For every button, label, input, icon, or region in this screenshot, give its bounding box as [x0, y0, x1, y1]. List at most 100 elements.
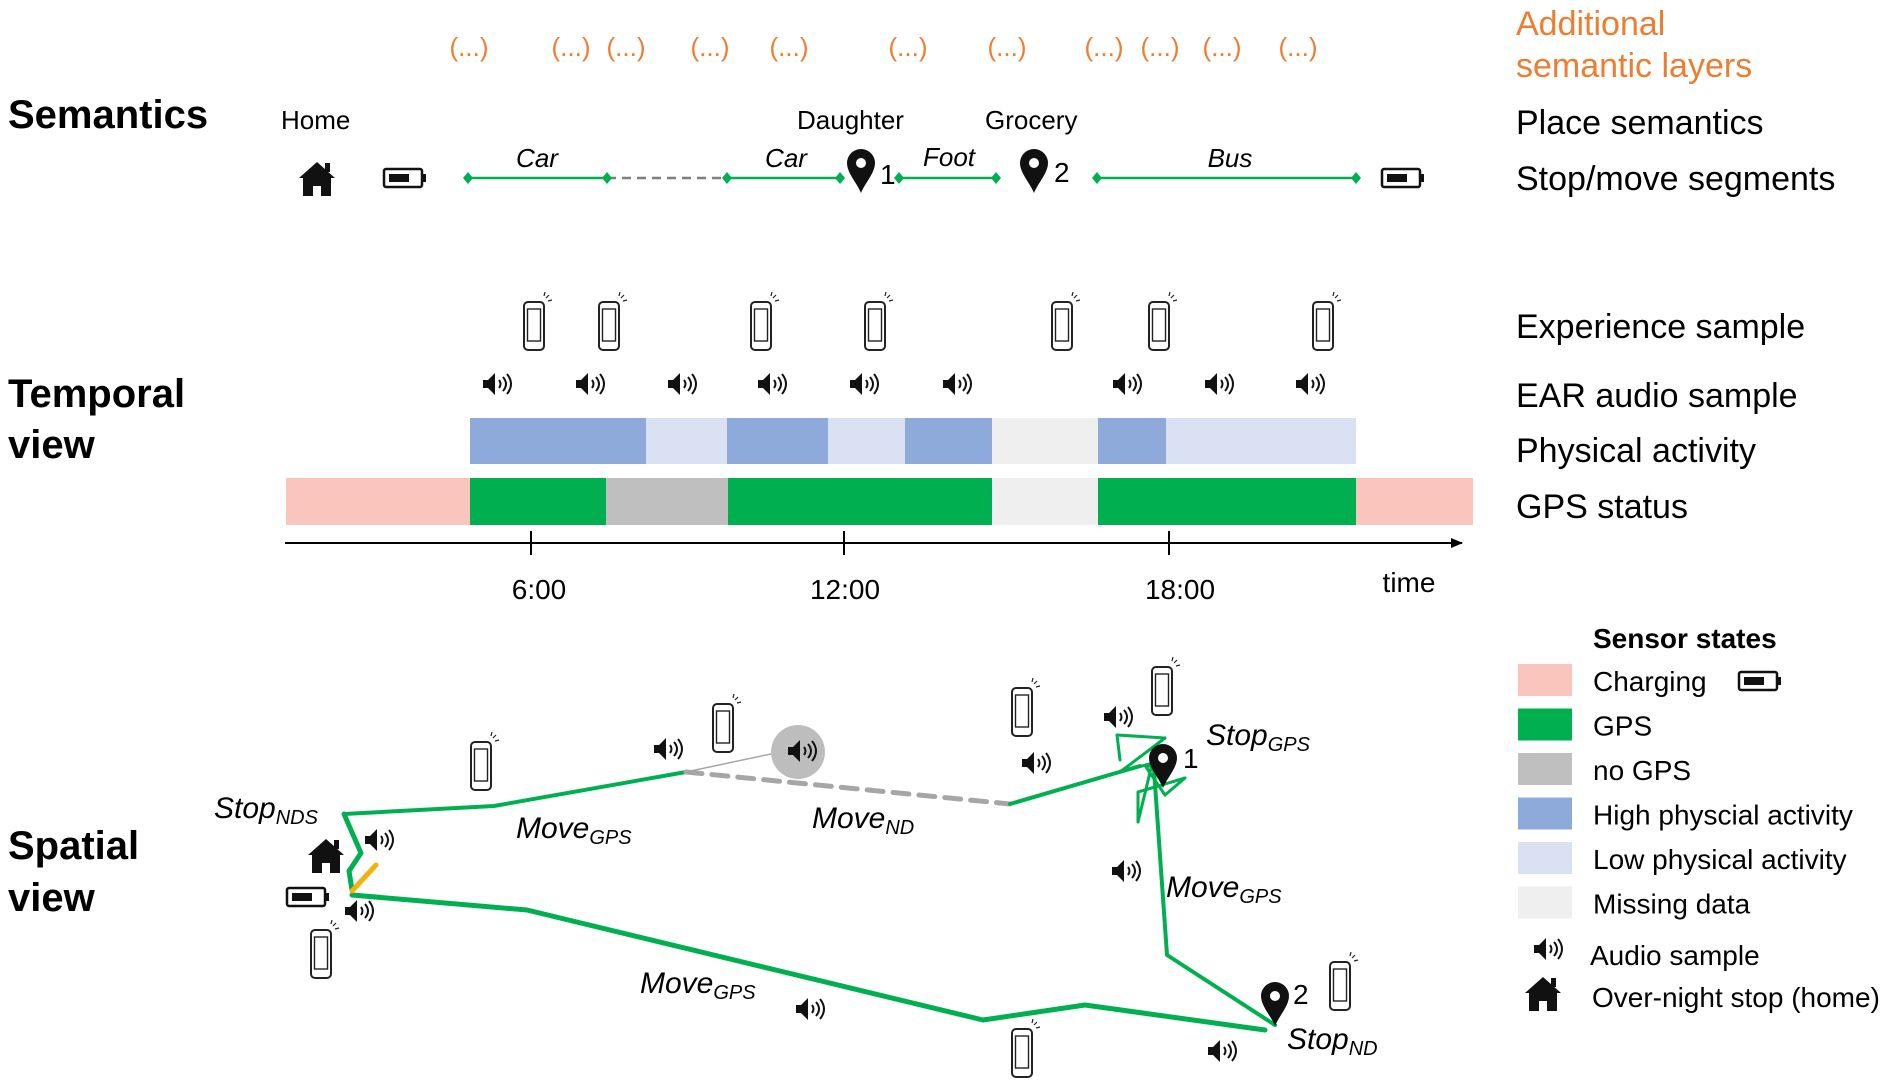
- speaker-icon: [942, 372, 972, 396]
- speaker-icon: [1207, 1039, 1237, 1063]
- ellipsis-marker: (...): [450, 32, 489, 62]
- interchange-segment: [349, 862, 379, 894]
- ellipsis-marker: (...): [988, 32, 1027, 62]
- section-title-semantics: Semantics: [8, 93, 208, 137]
- ellipsis-marker: (...): [552, 32, 591, 62]
- activity-segment-low: [646, 418, 727, 464]
- speaker-icon: [1533, 937, 1563, 961]
- place-marker-2: 2: [1054, 157, 1070, 188]
- gps-segment-gps: [470, 478, 606, 525]
- activity-segment-high: [470, 418, 646, 464]
- segment-end-marker: [1351, 172, 1361, 184]
- time-axis-label: time: [1383, 567, 1436, 598]
- legend-title: Sensor states: [1593, 623, 1777, 654]
- section-title-temporal-line1: Temporal: [8, 372, 185, 416]
- legend-swatch: [1518, 797, 1572, 830]
- speaker-icon: [1204, 372, 1234, 396]
- phone-icon: [598, 291, 628, 351]
- legend-label: High physcial activity: [1593, 800, 1853, 831]
- place-label-home: Home: [281, 105, 350, 135]
- segment-end-marker: [602, 172, 612, 184]
- speaker-icon: [482, 372, 512, 396]
- legend-label: Charging: [1593, 666, 1707, 697]
- layer-label-stopmove: Stop/move segments: [1516, 160, 1835, 198]
- gps-segment-gps: [728, 478, 992, 525]
- place-label-grocery: Grocery: [985, 105, 1077, 135]
- speaker-icon: [1111, 859, 1141, 883]
- legend-label-audio: Audio sample: [1590, 940, 1760, 971]
- activity-segment-high: [905, 418, 992, 464]
- battery-icon: [285, 886, 331, 908]
- spatial-trajectory: [341, 733, 1277, 1033]
- segment-end-marker: [722, 172, 732, 184]
- speaker-icon: [344, 899, 374, 923]
- phone-icon: [470, 731, 500, 791]
- stop-nd-label: StopND: [1287, 1023, 1378, 1060]
- gps-segment-missing: [992, 478, 1098, 525]
- legend-swatch: [1518, 842, 1572, 874]
- gps-segment-no_gps: [606, 478, 728, 525]
- mode-label-car: Car: [516, 143, 559, 173]
- gps-segment-gps: [1098, 478, 1356, 525]
- phone-icon: [523, 291, 553, 351]
- speaker-icon: [757, 372, 787, 396]
- move-gps-path: [342, 770, 688, 816]
- place-marker-1: 1: [880, 159, 896, 190]
- activity-segment-high: [1098, 418, 1166, 464]
- segment-end-marker: [894, 172, 904, 184]
- move-nd-label: MoveND: [812, 802, 914, 839]
- speaker-icon: [1021, 751, 1051, 775]
- ear-audio-icons: [482, 372, 1325, 396]
- layer-label-additional-2: semantic layers: [1516, 47, 1752, 85]
- stop-gps-cluster: [1115, 733, 1187, 824]
- move-gps-path: [341, 811, 364, 893]
- ellipsis-marker: (...): [1203, 32, 1242, 62]
- legend-label-home: Over-night stop (home): [1592, 982, 1880, 1013]
- section-title-spatial-line2: view: [8, 876, 96, 920]
- speaker-icon: [795, 997, 825, 1021]
- spatial-marker-2: 2: [1293, 979, 1309, 1010]
- home-icon: [1525, 977, 1561, 1011]
- home-icon: [299, 162, 335, 196]
- phone-icon: [310, 919, 340, 979]
- move-gps-path: [349, 892, 1268, 1033]
- spatial-marker-1: 1: [1183, 743, 1199, 774]
- speaker-icon: [1295, 372, 1325, 396]
- legend-swatch: [1518, 886, 1572, 919]
- phone-icon: [1329, 951, 1359, 1011]
- phone-icon: [1312, 291, 1342, 351]
- battery-icon: [382, 167, 428, 189]
- legend-swatch: [1518, 708, 1572, 741]
- location-pin-icon: [847, 149, 875, 193]
- phone-icon: [1051, 291, 1081, 351]
- move-gps-label: MoveGPS: [516, 812, 632, 849]
- speaker-icon: [653, 737, 683, 761]
- gps-segment-charging: [1356, 478, 1473, 525]
- time-tick-label: 18:00: [1145, 574, 1215, 605]
- speaker-icon: [667, 372, 697, 396]
- physical-activity-bar: [470, 418, 1356, 464]
- ellipsis-marker: (...): [1085, 32, 1124, 62]
- stop-gps-label: StopGPS: [1206, 719, 1311, 756]
- segment-end-marker: [1092, 172, 1102, 184]
- activity-segment-missing: [992, 418, 1098, 464]
- phone-icon: [1148, 291, 1178, 351]
- legend-swatch: [1518, 753, 1572, 785]
- activity-segment-low: [1166, 418, 1356, 464]
- layer-label-place: Place semantics: [1516, 104, 1764, 142]
- audio-link-line: [685, 751, 781, 773]
- phone-icon: [864, 291, 894, 351]
- section-title-temporal-line2: view: [8, 423, 96, 467]
- battery-icon: [1737, 670, 1783, 692]
- speaker-icon: [575, 372, 605, 396]
- move-gps-label: MoveGPS: [640, 967, 756, 1004]
- layer-label-experience: Experience sample: [1516, 308, 1805, 346]
- speaker-icon: [849, 372, 879, 396]
- ellipsis-marker: (...): [607, 32, 646, 62]
- move-gps-path: [1008, 764, 1142, 806]
- move-gps-label: MoveGPS: [1166, 871, 1282, 908]
- segment-end-marker: [991, 172, 1001, 184]
